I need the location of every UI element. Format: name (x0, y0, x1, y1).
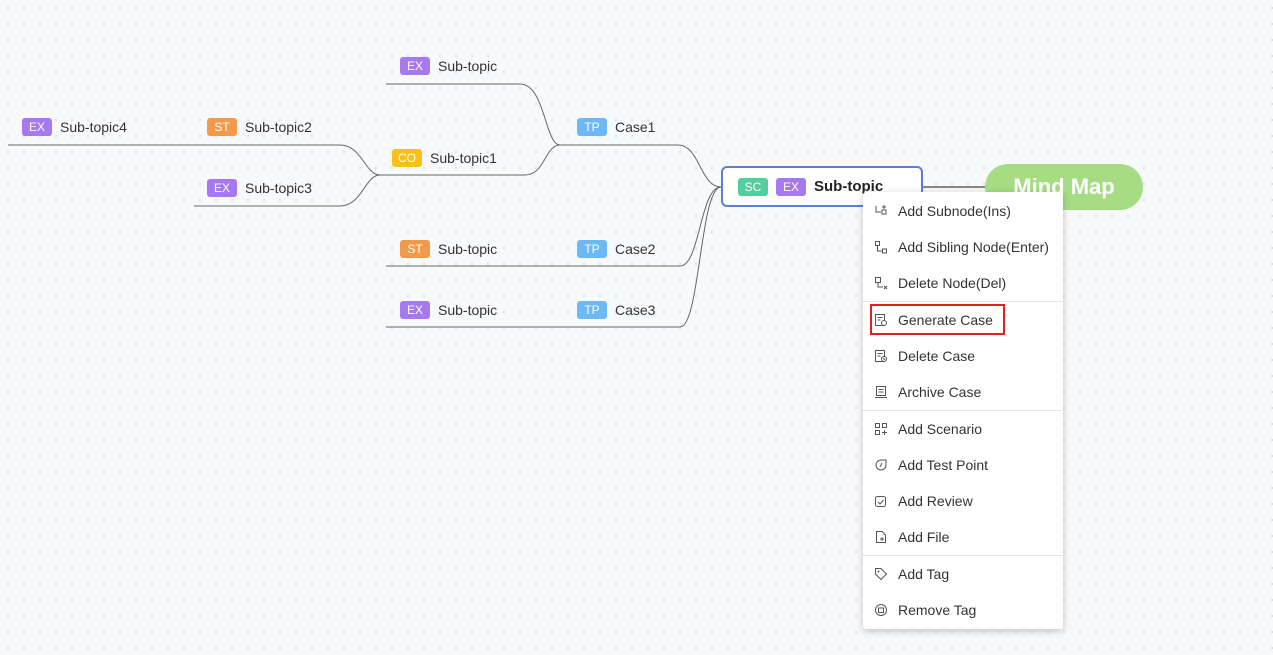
menu-item-label: Delete Node(Del) (898, 275, 1007, 291)
node-label: Sub-topic2 (245, 119, 312, 135)
node-case1[interactable]: TP Case1 (577, 116, 655, 138)
node-label: Sub-topic4 (60, 119, 127, 135)
menu-generate-case[interactable]: Generate Case (863, 302, 1063, 338)
remove-tag-icon (875, 604, 887, 616)
tag-ex: EX (22, 118, 52, 136)
menu-remove-tag[interactable]: Remove Tag (863, 592, 1063, 628)
tag-tp: TP (577, 301, 607, 319)
context-menu: Add Subnode(Ins) Add Sibling Node(Enter)… (863, 192, 1063, 629)
connector-subtopic1 (380, 144, 561, 176)
menu-divider (863, 301, 1063, 302)
menu-item-label: Delete Case (898, 348, 976, 364)
menu-item-label: Add File (898, 529, 950, 545)
connector-case1-child-a (386, 83, 561, 146)
tag-co: CO (392, 149, 422, 167)
node-case3-child[interactable]: EX Sub-topic (400, 299, 497, 321)
connector-case2 (560, 186, 722, 267)
connector-case3 (560, 186, 722, 328)
tag-icon (875, 568, 888, 581)
menu-item-label: Add Review (898, 493, 973, 509)
node-subtopic4[interactable]: EX Sub-topic4 (22, 116, 127, 138)
menu-item-label: Remove Tag (898, 602, 977, 618)
menu-divider (863, 555, 1063, 556)
menu-add-scenario[interactable]: Add Scenario (863, 411, 1063, 447)
menu-item-label: Add Sibling Node(Enter) (898, 239, 1049, 255)
menu-add-tag[interactable]: Add Tag (863, 556, 1063, 592)
delete-node-icon (875, 277, 888, 290)
menu-item-label: Add Test Point (898, 457, 989, 473)
menu-item-label: Archive Case (898, 384, 982, 400)
delete-case-icon (875, 350, 887, 362)
menu-item-label: Add Subnode(Ins) (898, 203, 1011, 219)
tag-tp: TP (577, 118, 607, 136)
menu-add-subnode[interactable]: Add Subnode(Ins) (863, 193, 1063, 229)
node-case1-child-a[interactable]: EX Sub-topic (400, 55, 497, 77)
tag-ex: EX (207, 179, 237, 197)
node-label: Case1 (615, 119, 656, 135)
node-label: Sub-topic (438, 241, 498, 257)
node-subtopic3[interactable]: EX Sub-topic3 (207, 177, 312, 199)
menu-add-sibling[interactable]: Add Sibling Node(Enter) (863, 229, 1063, 265)
node-label: Case3 (615, 302, 656, 318)
tag-ex: EX (400, 57, 430, 75)
selected-node[interactable]: SC EX Sub-topic (721, 166, 923, 207)
menu-delete-case[interactable]: Delete Case (863, 338, 1063, 374)
node-subtopic1[interactable]: CO Sub-topic1 (392, 147, 497, 169)
menu-item-label: Add Tag (898, 566, 950, 582)
add-review-icon (875, 496, 886, 507)
add-test-point-icon (875, 459, 887, 471)
selected-node-label: Sub-topic (814, 178, 884, 195)
archive-case-icon (875, 386, 887, 398)
tag-sc: SC (738, 177, 768, 196)
node-subtopic2[interactable]: ST Sub-topic2 (207, 116, 312, 138)
menu-item-label: Generate Case (898, 312, 993, 328)
add-file-icon (876, 531, 886, 543)
add-scenario-icon (875, 423, 887, 435)
menu-add-file[interactable]: Add File (863, 519, 1063, 555)
tag-st: ST (400, 240, 430, 258)
menu-divider (863, 410, 1063, 411)
node-label: Sub-topic (438, 302, 498, 318)
menu-delete-node[interactable]: Delete Node(Del) (863, 265, 1063, 301)
node-label: Sub-topic (438, 58, 498, 74)
node-case3[interactable]: TP Case3 (577, 299, 655, 321)
tag-st: ST (207, 118, 237, 136)
node-label: Sub-topic1 (430, 150, 497, 166)
connector-subtopic2 (194, 144, 381, 176)
tag-ex: EX (400, 301, 430, 319)
node-label: Sub-topic3 (245, 180, 312, 196)
connector-case1 (560, 144, 722, 188)
node-case2[interactable]: TP Case2 (577, 238, 655, 260)
add-sibling-icon (875, 241, 887, 254)
add-subnode-icon (875, 205, 887, 215)
generate-case-icon (875, 314, 887, 326)
connector-subtopic3 (194, 174, 381, 207)
menu-add-review[interactable]: Add Review (863, 483, 1063, 519)
tag-tp: TP (577, 240, 607, 258)
menu-add-test-point[interactable]: Add Test Point (863, 447, 1063, 483)
node-label: Case2 (615, 241, 656, 257)
tag-ex: EX (776, 177, 806, 196)
menu-archive-case[interactable]: Archive Case (863, 374, 1063, 410)
menu-item-label: Add Scenario (898, 421, 983, 437)
node-case2-child[interactable]: ST Sub-topic (400, 238, 497, 260)
